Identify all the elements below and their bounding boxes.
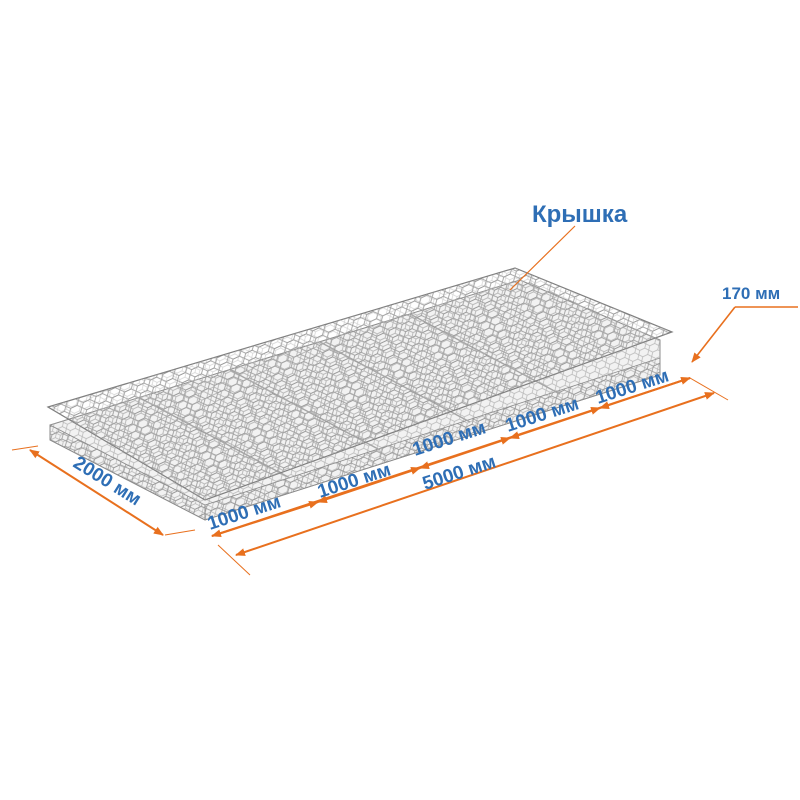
height-label: 170 мм — [722, 284, 780, 303]
lid-label: Крышка — [532, 201, 628, 228]
lid-callout-line — [509, 225, 576, 291]
height-dimension: 170 мм — [691, 284, 798, 363]
length-label: 5000 мм — [420, 451, 498, 494]
